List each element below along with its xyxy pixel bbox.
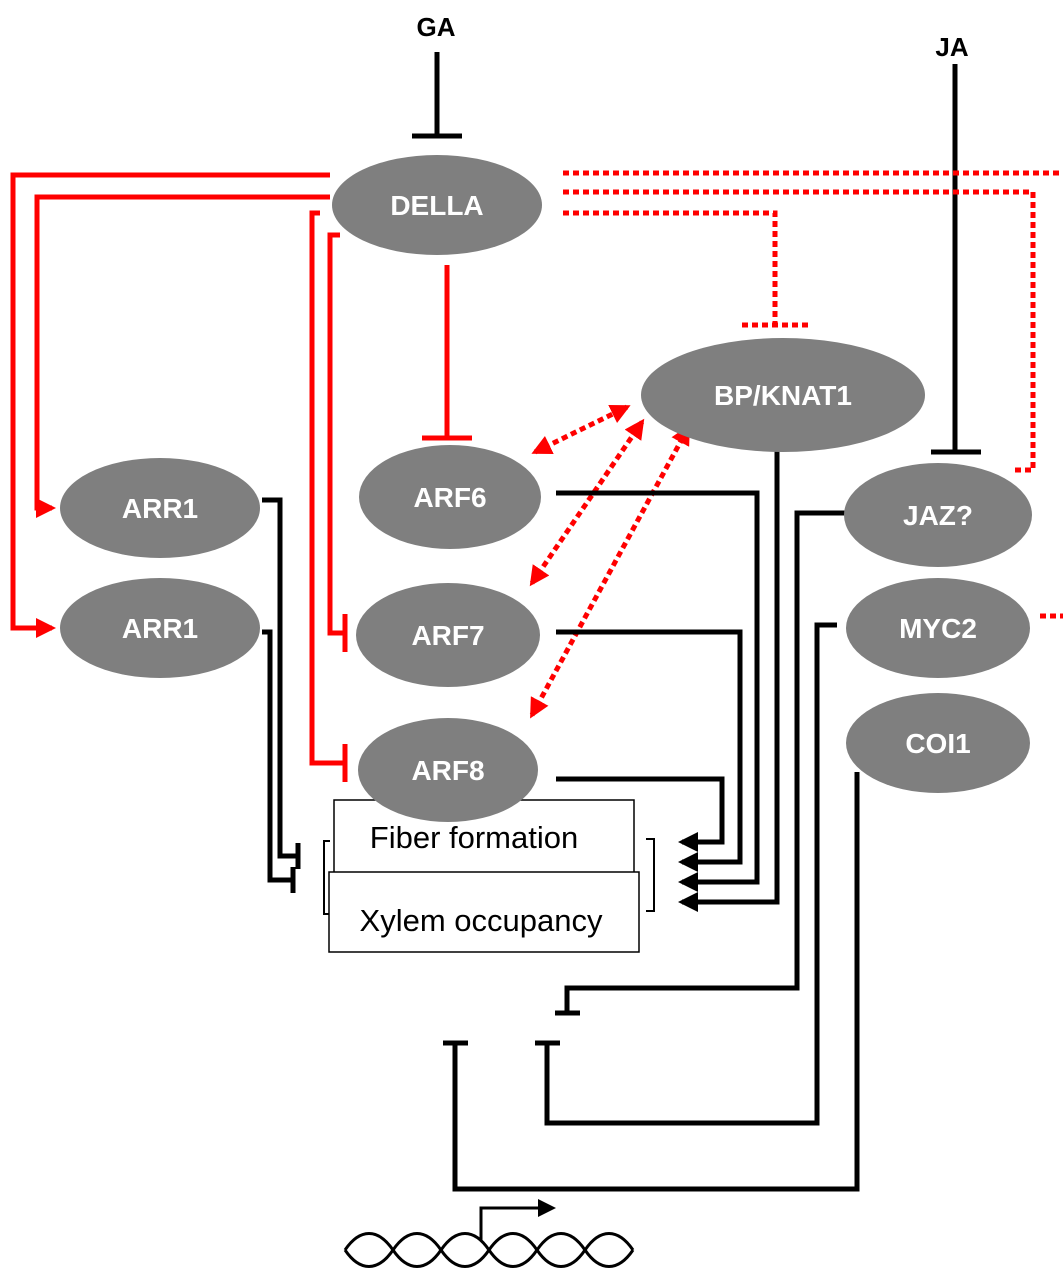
fiber-formation-label: Fiber formation <box>370 820 578 855</box>
arr1-top-label: ARR1 <box>122 493 198 524</box>
ja-inhibits-jaz-edge <box>931 64 981 452</box>
jaz-label: JAZ? <box>903 500 973 531</box>
output-group: Fiber formation Xylem occupancy <box>324 800 654 952</box>
arf8-label: ARF8 <box>411 755 484 786</box>
ga-inhibits-della-edge <box>412 52 462 136</box>
arf7-node: ARF7 <box>356 583 540 687</box>
della-node: DELLA <box>332 155 542 255</box>
arf8-node: ARF8 <box>358 718 538 822</box>
della-inhibits-arf6-edge <box>422 265 472 438</box>
bp-arf6-interaction <box>535 407 627 452</box>
myc2-node: MYC2 <box>846 578 1030 678</box>
arf7-label: ARF7 <box>411 620 484 651</box>
della-label: DELLA <box>390 190 483 221</box>
myc2-label: MYC2 <box>899 613 977 644</box>
arr1-top-inhibits-outputs-edge <box>262 500 298 869</box>
della-inhibits-arf7-edge <box>330 235 345 652</box>
bp-knat1-node: BP/KNAT1 <box>641 338 925 452</box>
bp-knat1-label: BP/KNAT1 <box>714 380 852 411</box>
ja-label: JA <box>935 32 968 62</box>
right-bracket <box>646 839 654 911</box>
coi1-node: COI1 <box>846 693 1030 793</box>
xylem-occupancy-label: Xylem occupancy <box>360 903 603 938</box>
bp-arf8-interaction <box>532 428 688 715</box>
arf6-label: ARF6 <box>413 482 486 513</box>
bp-knat1-to-outputs-edge <box>682 450 777 902</box>
della-inhibits-bp-knat1-edge <box>563 213 808 325</box>
coi1-label: COI1 <box>905 728 970 759</box>
ga-label: GA <box>417 12 456 42</box>
dna-helix-with-transcription-arrow-icon <box>345 1199 633 1267</box>
arr1-top-node: ARR1 <box>60 458 260 558</box>
jaz-node: JAZ? <box>844 463 1032 567</box>
arf6-node: ARF6 <box>359 445 541 549</box>
arr1-bottom-label: ARR1 <box>122 613 198 644</box>
arr1-bottom-node: ARR1 <box>60 578 260 678</box>
